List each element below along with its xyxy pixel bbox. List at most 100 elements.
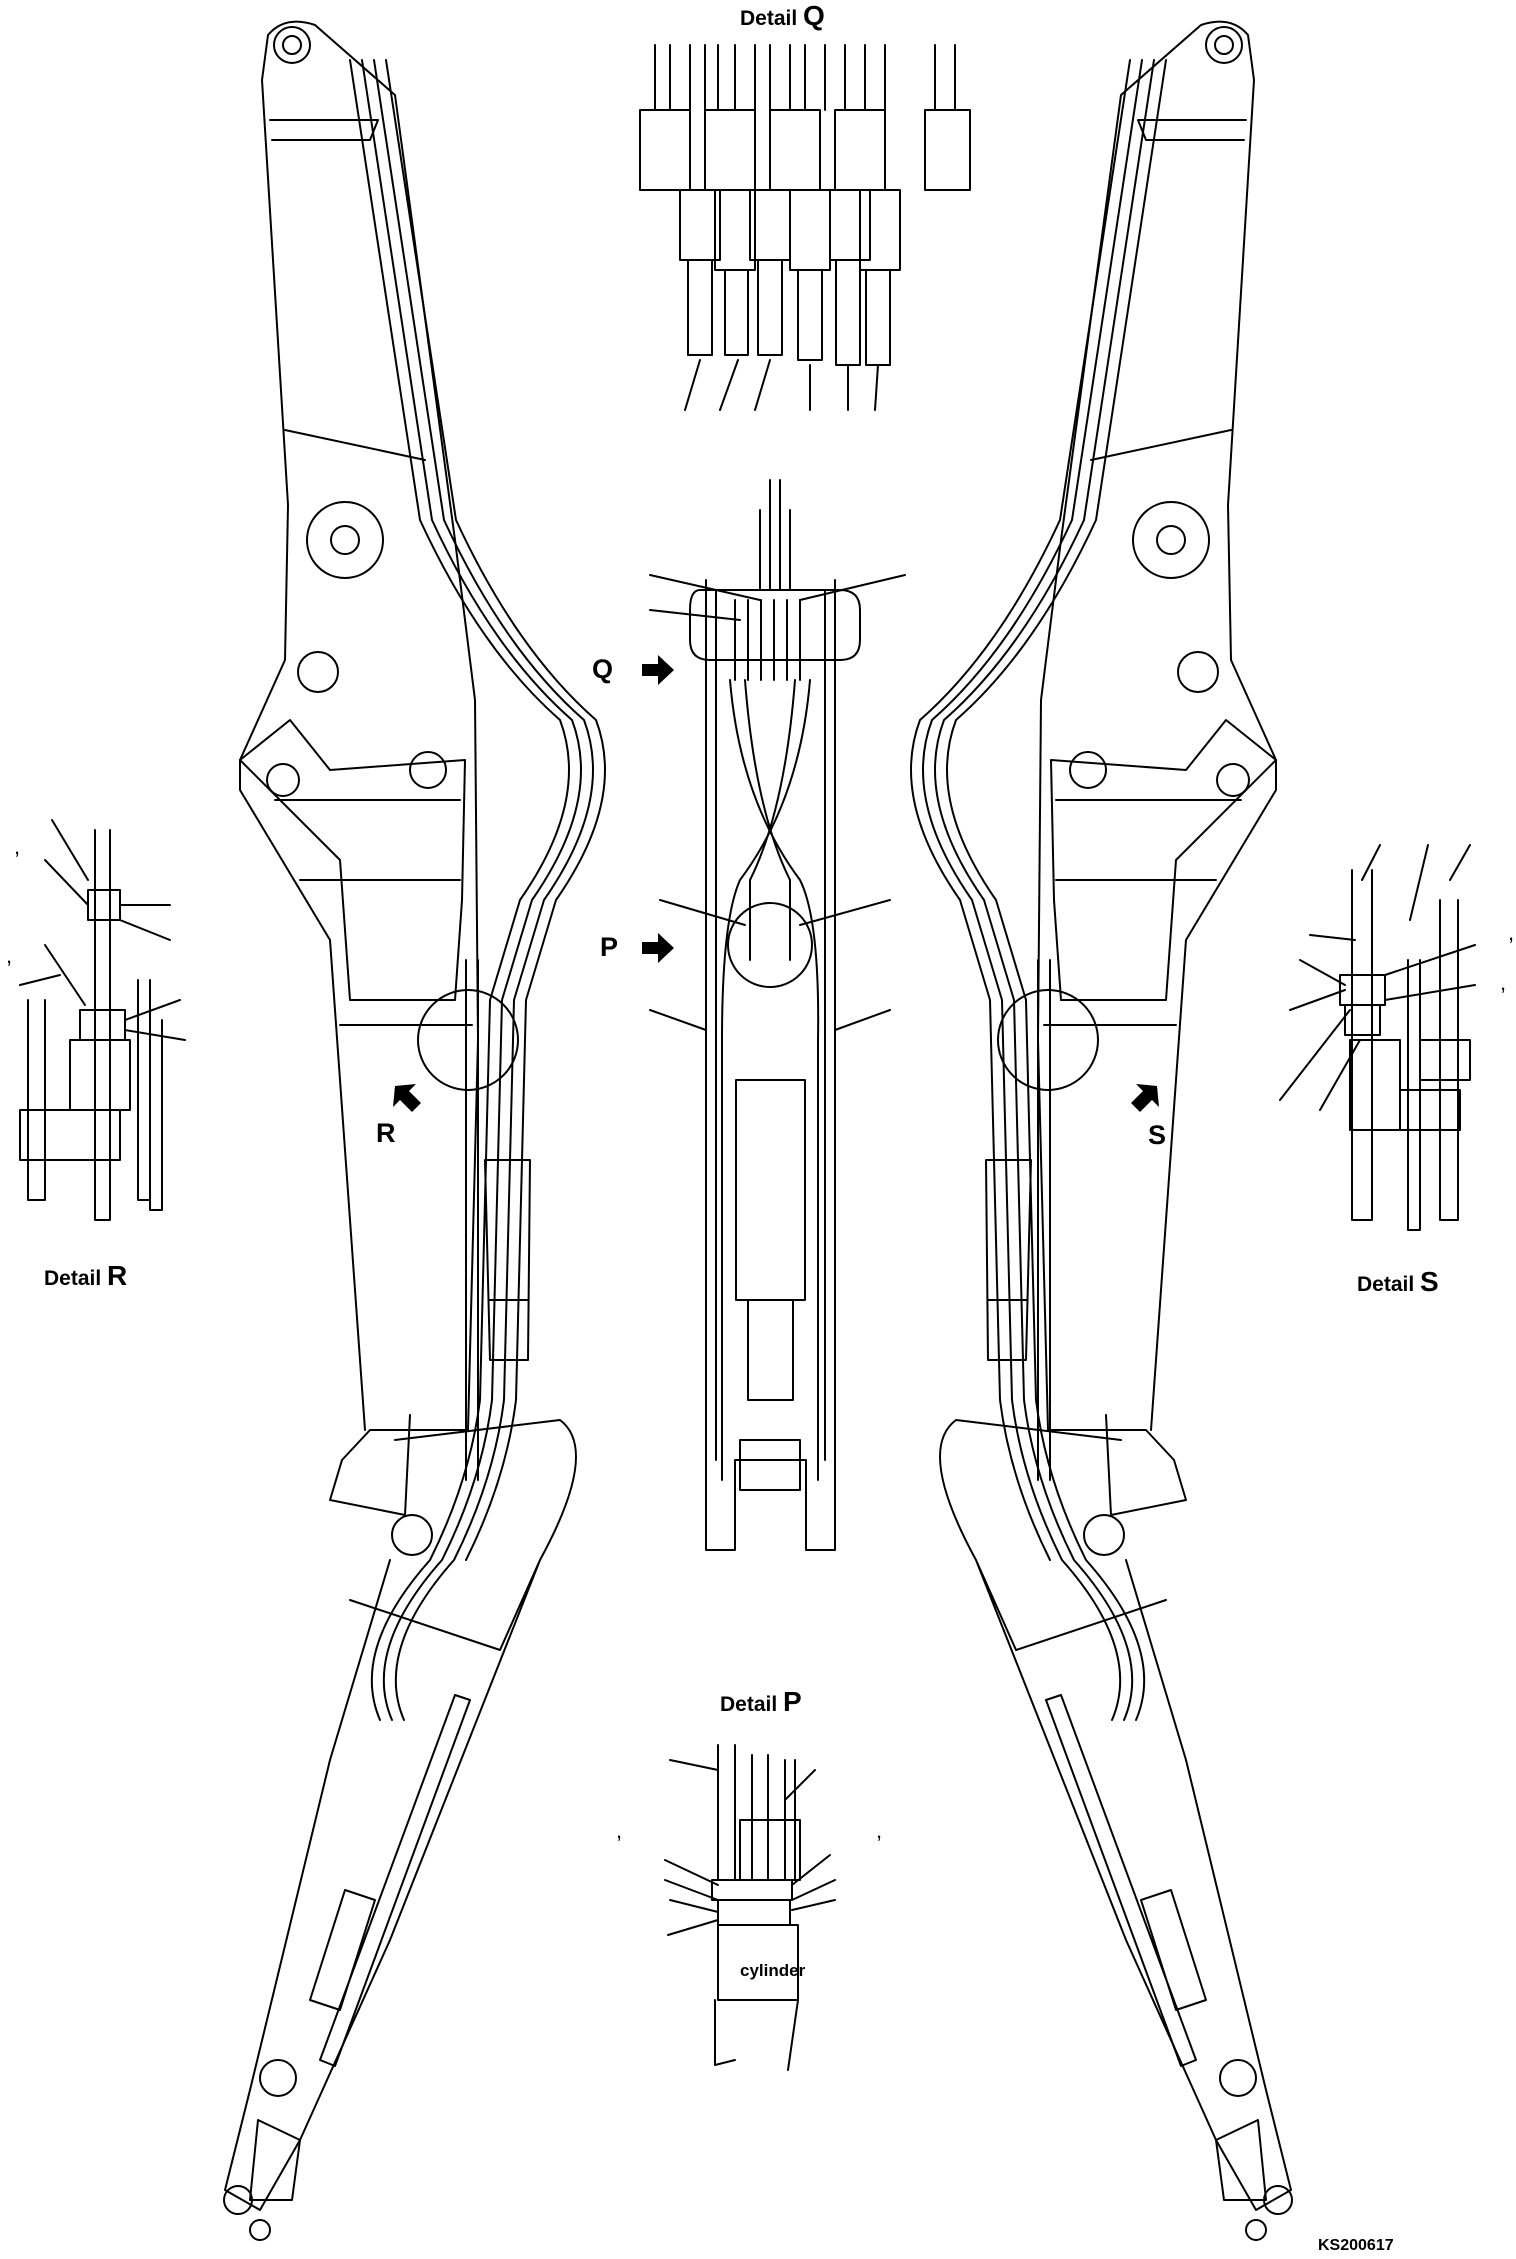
view-marker-q: Q (592, 654, 614, 684)
right-mid-pin (1069, 751, 1107, 789)
left-detail-r-callout (417, 989, 519, 1091)
detail-s-letter: S (1420, 1266, 1439, 1297)
center-hose-cross-3 (744, 679, 791, 961)
comma-mark-p-2: , (876, 1818, 883, 1843)
right-hose-1 (946, 59, 1167, 1721)
detail-s-leaders (1279, 844, 1476, 1111)
center-outer-frame (705, 579, 836, 1551)
left-hose-2 (361, 59, 582, 1721)
center-detail-p-callout (727, 902, 813, 988)
left-hose-4 (385, 59, 606, 1561)
detail-r-title: Detail R (44, 1262, 127, 1290)
view-arrows (393, 655, 1159, 1112)
center-fittings (734, 599, 801, 681)
right-hose-3 (922, 59, 1143, 1721)
detail-s-prefix: Detail (1357, 1273, 1415, 1296)
center-inner-frame (715, 589, 826, 1491)
center-top-view (649, 479, 906, 1551)
left-boom-end-pin (391, 1514, 433, 1556)
left-arm-end-pin-outer (259, 2059, 297, 2097)
left-bucket-link (249, 2119, 301, 2201)
view-marker-s: S (1148, 1120, 1167, 1150)
left-foot-pin (297, 651, 339, 693)
comma-mark-s-2: , (1500, 970, 1507, 995)
center-hose-cross-1 (729, 679, 820, 1481)
center-leaders (649, 574, 906, 1031)
view-marker-p: P (600, 932, 619, 962)
right-detail-s-callout (997, 989, 1099, 1091)
right-boom-cylinder-pin (1132, 501, 1210, 579)
right-hose-4 (910, 59, 1131, 1561)
detail-s-tubes (1351, 869, 1459, 1231)
right-boom-cylinder-body (985, 1159, 1032, 1361)
left-mid-pin (409, 751, 447, 789)
detail-s-fittings (1279, 844, 1476, 1231)
detail-p-leaders (664, 1759, 836, 1936)
detail-s-blocks (1339, 974, 1471, 1131)
detail-q-letter: Q (803, 0, 825, 31)
detail-q-fittings (639, 44, 971, 411)
comma-mark-r-1: , (14, 834, 21, 859)
detail-r-blocks (19, 889, 131, 1161)
comma-mark-p-1: , (616, 1818, 623, 1843)
right-bucket-pin (1245, 2219, 1267, 2241)
left-boom-top-pin-inner (282, 35, 302, 55)
left-pivot-pin (266, 763, 300, 797)
left-boom-arm-assembly (223, 20, 606, 2241)
arrow-r (393, 1084, 421, 1112)
detail-p-fittings (664, 1744, 836, 2071)
detail-q-coupling-row-2 (679, 189, 901, 271)
right-hose-2 (934, 59, 1155, 1721)
detail-s-title: Detail S (1357, 1268, 1439, 1296)
detail-q-hose-lines (654, 44, 956, 121)
detail-q-prefix: Detail (740, 7, 798, 30)
arrow-s (1131, 1084, 1159, 1112)
center-head-block (689, 589, 861, 661)
right-boom-top-pin (1205, 26, 1243, 64)
left-boom-plate (239, 719, 466, 1001)
left-arm-cylinder (309, 1694, 471, 2067)
detail-q-coupling-row-1 (639, 109, 971, 191)
right-boom-top-pin-inner (1214, 35, 1234, 55)
detail-p-prefix: Detail (720, 1693, 778, 1716)
view-marker-r: R (376, 1118, 396, 1148)
right-boom-top-band (1090, 119, 1247, 461)
left-boom-top-pin (273, 26, 311, 64)
right-arm-end-pin (1263, 2185, 1293, 2215)
left-boom-cylinder-pin-inner (330, 525, 360, 555)
right-bucket-link (1215, 2119, 1267, 2201)
center-hose-top (759, 479, 791, 591)
right-arm-end-pin-outer (1219, 2059, 1257, 2097)
detail-q-leaders (684, 359, 879, 411)
detail-r-fittings (19, 819, 186, 1221)
left-boom-band (274, 799, 473, 1026)
right-boom-plate (1050, 719, 1277, 1001)
comma-mark-r-2: , (6, 943, 13, 968)
left-boom-top-band (269, 119, 426, 461)
center-hose-cross-2 (721, 679, 811, 1481)
right-foot-pin (1177, 651, 1219, 693)
left-arm-outline (224, 1419, 577, 2211)
right-pivot-pin (1216, 763, 1250, 797)
comma-mark-s-1: , (1508, 920, 1515, 945)
right-arm-cylinder (1045, 1694, 1207, 2067)
arrow-q (642, 655, 674, 685)
left-boom-cylinder-pin (306, 501, 384, 579)
drawing-code: KS200617 (1318, 2237, 1394, 2254)
detail-q-title: Detail Q (740, 2, 825, 30)
left-hose-3 (373, 59, 594, 1721)
right-arm-outline (939, 1419, 1292, 2211)
right-boom-band (1043, 799, 1242, 1026)
detail-p-tubes (717, 1744, 796, 1881)
right-boom-outline (1037, 20, 1277, 1516)
right-tube-pair (1037, 959, 1051, 1481)
left-arm-end-pin (223, 2185, 253, 2215)
left-bucket-pin (249, 2219, 271, 2241)
left-boom-outline (239, 20, 479, 1516)
detail-r-tubes (27, 829, 163, 1221)
right-boom-cylinder-pin-inner (1156, 525, 1186, 555)
center-hose-cross-4 (749, 679, 796, 961)
detail-p-cylinder (714, 1924, 799, 2071)
detail-p-title: Detail P (720, 1688, 802, 1716)
